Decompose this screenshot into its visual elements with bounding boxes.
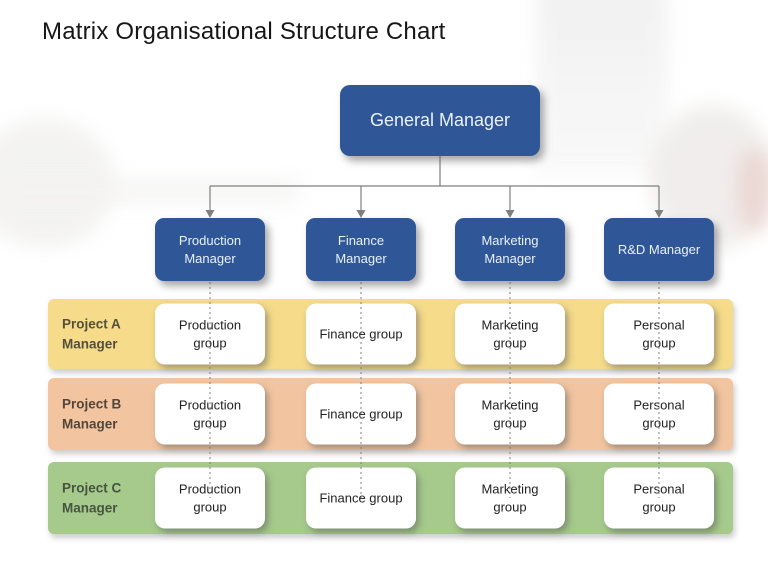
project-row-b-label: Project B Manager (62, 396, 122, 431)
node-rd-manager: R&D Manager (604, 218, 714, 281)
project-row-a-band: Project A Manager Production group Finan… (48, 299, 733, 369)
node-general-manager: General Manager (340, 85, 540, 156)
background-ghost-monitor (536, 0, 668, 176)
group-box-a-finance: Finance group (306, 303, 416, 365)
group-box-b-marketing: Marketing group (455, 383, 565, 445)
group-box-b-production: Production group (155, 383, 265, 445)
group-box-c-marketing: Marketing group (455, 467, 565, 529)
arrow-down-icon (356, 210, 366, 218)
group-box-c-finance: Finance group (306, 467, 416, 529)
project-row-a-label: Project A Manager (62, 316, 121, 351)
group-box-b-finance: Finance group (306, 383, 416, 445)
node-finance-manager: Finance Manager (306, 218, 416, 281)
group-box-c-personal: Personal group (604, 467, 714, 529)
group-box-a-personal: Personal group (604, 303, 714, 365)
group-box-a-production: Production group (155, 303, 265, 365)
project-row-c-label: Project C Manager (62, 480, 122, 515)
node-marketing-manager: Marketing Manager (455, 218, 565, 281)
page-title: Matrix Organisational Structure Chart (42, 18, 446, 45)
background-ghost-left (0, 118, 115, 248)
background-ghost-desk (0, 178, 300, 204)
arrow-down-icon (205, 210, 215, 218)
group-box-b-personal: Personal group (604, 383, 714, 445)
node-production-manager: Production Manager (155, 218, 265, 281)
arrow-down-icon (654, 210, 664, 218)
arrow-down-icon (505, 210, 515, 218)
background-ghost-warm (738, 148, 768, 233)
project-row-c-band: Project C Manager Production group Finan… (48, 462, 733, 534)
group-box-c-production: Production group (155, 467, 265, 529)
group-box-a-marketing: Marketing group (455, 303, 565, 365)
project-row-b-band: Project B Manager Production group Finan… (48, 378, 733, 450)
